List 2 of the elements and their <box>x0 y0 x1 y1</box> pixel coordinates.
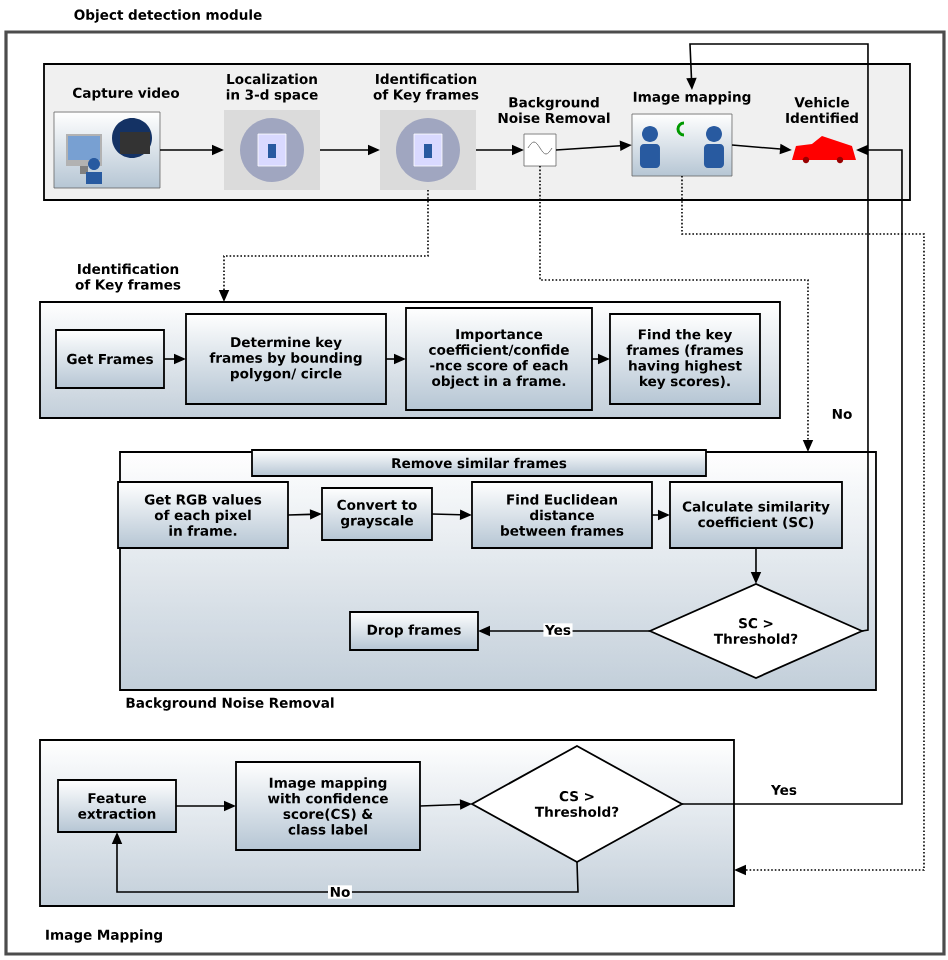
arrow <box>681 175 925 876</box>
arrow <box>686 43 869 632</box>
